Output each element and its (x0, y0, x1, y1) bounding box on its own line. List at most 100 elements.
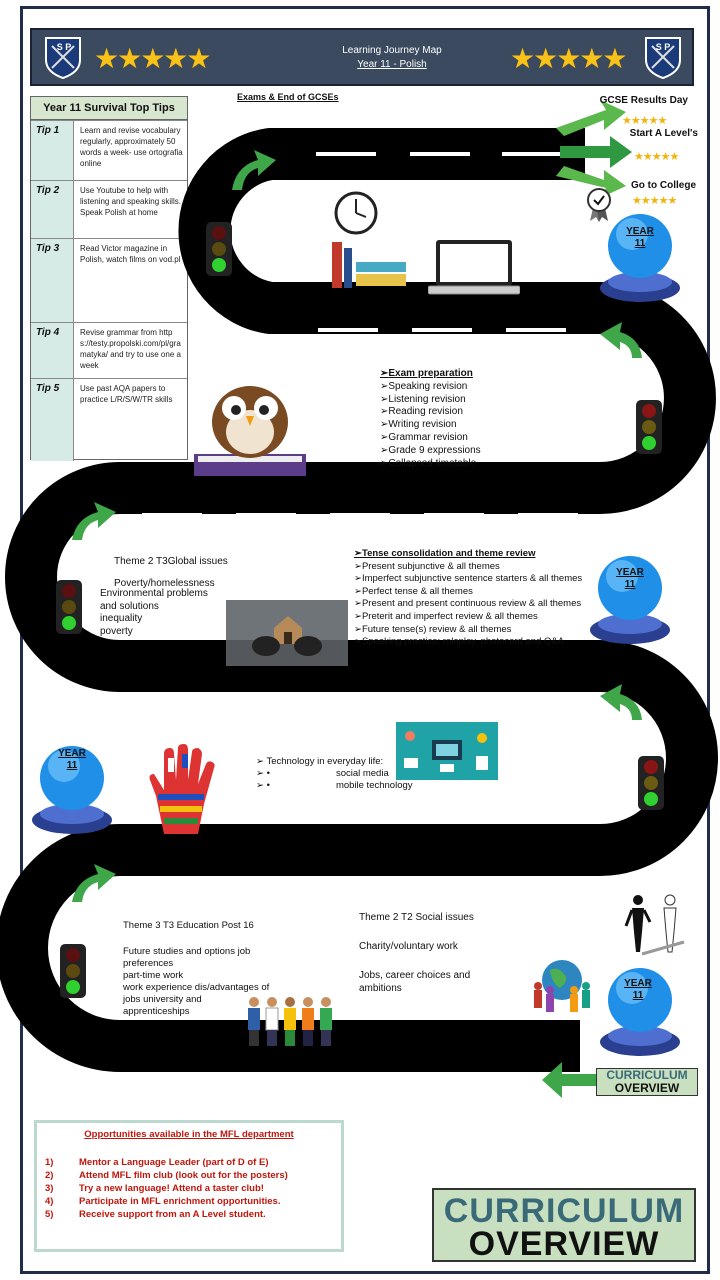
overview-word: OVERVIEW (614, 1081, 680, 1095)
list-item: Grade 9 expressions (380, 445, 480, 458)
list-item: inequality (100, 613, 143, 624)
header-stars-left: ★★★★★ (94, 43, 212, 74)
tip-row: Tip 2 Use Youtube to help with listening… (31, 180, 187, 239)
opportunities-title: Opportunities available in the MFL depar… (84, 1129, 294, 1140)
tip-text: Use Youtube to help with listening and s… (80, 186, 181, 217)
list-item: Listening revision (380, 394, 481, 407)
tips-heading: Year 11 Survival Top Tips (31, 97, 187, 120)
year-orb-icon (600, 968, 680, 1056)
traffic-light-icon (638, 756, 664, 810)
list-item: Imperfect subjunctive sentence starters … (354, 573, 582, 586)
year-orb-icon (590, 556, 670, 644)
tip-label: Tip 4 (31, 323, 74, 379)
tip-text: Revise grammar from https://testy.propol… (80, 328, 181, 370)
turn-arrow-icon (72, 150, 642, 1098)
theme2-t2-title: Theme 2 T2 Social issues (359, 912, 474, 923)
list-item: work experience dis/advantages of (123, 982, 270, 993)
goal-college: Go to College (631, 180, 696, 191)
tip-text: Learn and revise vocabulary regularly, a… (80, 126, 183, 168)
theme3-t3-list: Future studies and options job preferenc… (123, 946, 269, 1018)
theme2-t2-line: Jobs, career choices and (359, 970, 471, 981)
theme2-t3-list: Environmental problems and solutions ine… (100, 588, 208, 638)
year-label: YEAR 11 (616, 567, 644, 590)
goal-arrows-icon (556, 100, 632, 198)
tense-heading: Tense consolidation and theme review (354, 548, 582, 561)
tip-row: Tip 3 Read Victor magazine in Polish, wa… (31, 238, 187, 323)
year-label: YEAR 11 (624, 978, 652, 1001)
list-item: Reading revision (380, 406, 481, 419)
goal-a-levels: Start A Level's (629, 128, 698, 139)
homeless-photo (226, 600, 348, 666)
tip-text: Read Victor magazine in Polish, watch fi… (80, 244, 181, 264)
technology-list: ➢ Technology in everyday life: ➢ •social… (256, 756, 413, 792)
curriculum-word: CURRICULUM (443, 1192, 685, 1230)
tip-label: Tip 5 (31, 379, 74, 461)
goal-stars: ★★★★★ (632, 195, 677, 207)
road-markings (124, 152, 582, 1080)
survival-tips-table: Year 11 Survival Top Tips Tip 1 Learn an… (30, 96, 188, 461)
award-ribbon-icon (587, 188, 611, 222)
list-item: part-time work (123, 970, 184, 981)
list-item: Writing revision (380, 419, 481, 432)
goal-stars: ★★★★★ (622, 115, 667, 127)
list-item: ➢ •mobile technology (256, 780, 413, 791)
badge-letters: S P (56, 42, 72, 52)
year-label: YEAR 11 (58, 748, 86, 771)
workers-icon (248, 997, 332, 1046)
year-label: YEAR 11 (626, 226, 654, 249)
theme2-t3-title: Theme 2 T3Global issues (114, 556, 228, 567)
traffic-light-icon (60, 944, 86, 998)
list-item: jobs university and (123, 994, 202, 1005)
list-item: 1)Mentor a Language Leader (part of D of… (45, 1157, 269, 1168)
school-badge-icon (45, 37, 81, 80)
curriculum-overview-badge-small: CURRICULUM OVERVIEW (596, 1068, 698, 1096)
tech-heading: ➢ Technology in everyday life: (256, 756, 384, 767)
list-item: Grammar revision (380, 432, 481, 445)
tip-row: Tip 4 Revise grammar from https://testy.… (31, 322, 187, 379)
list-item: 4)Participate in MFL enrichment opportun… (45, 1196, 281, 1207)
laptop-icon (428, 240, 520, 295)
flags-hand-icon (149, 744, 215, 834)
books-icon (332, 242, 406, 288)
theme2-t3-line: Poverty/homelessness (114, 578, 215, 589)
clock-icon (334, 191, 378, 235)
tip-row: Tip 1 Learn and revise vocabulary regula… (31, 120, 187, 181)
page-title: Learning Journey Map (342, 45, 442, 56)
owl-on-book-icon (194, 386, 306, 476)
badge-letters: S P (655, 42, 671, 52)
curriculum-overview-logo: CURRICULUM OVERVIEW (432, 1188, 696, 1262)
ambition-silhouette-icon (624, 894, 685, 956)
list-item: Preterit and imperfect review & all them… (354, 611, 582, 624)
globe-people-icon (534, 960, 590, 1012)
list-item: 2)Attend MFL film club (look out for the… (45, 1170, 288, 1181)
traffic-light-icon (56, 580, 82, 634)
header-title-block: Learning Journey Map Year 11 - Polish (292, 44, 492, 72)
list-item: preferences (123, 958, 174, 969)
exam-prep-heading: Exam preparation (380, 368, 481, 381)
page-frame (20, 6, 710, 1274)
list-item: Future tense(s) review & all themes (354, 624, 582, 637)
tip-label: Tip 2 (31, 181, 74, 239)
list-item: Future studies and options job (123, 946, 251, 957)
list-item: ➢ •social media (256, 768, 389, 779)
theme2-t2-line: Charity/voluntary work (359, 941, 458, 952)
list-item: Present subjunctive & all themes (354, 561, 582, 574)
curriculum-word: CURRICULUM (606, 1068, 688, 1082)
list-item: Speaking revision (380, 381, 481, 394)
list-item: poverty (100, 625, 133, 637)
tip-text: Use past AQA papers to practice L/R/S/W/… (80, 384, 173, 404)
tip-label: Tip 3 (31, 239, 74, 323)
header-banner: S P ★★★★★ Learning Journey Map Year 11 -… (30, 28, 694, 86)
list-item: Environmental problems (100, 588, 208, 599)
tip-row: Tip 5 Use past AQA papers to practice L/… (31, 378, 187, 461)
list-item: and solutions (100, 600, 159, 612)
list-item: 5)Receive support from an A Level studen… (45, 1209, 266, 1220)
year-orb-icon (600, 214, 680, 302)
list-item: Perfect tense & all themes (354, 586, 582, 599)
header-stars-right: ★★★★★ (510, 43, 628, 74)
school-badge-icon (645, 37, 681, 80)
exam-prep-list: Exam preparation Speaking revision Liste… (380, 368, 481, 470)
list-item: Present and present continuous review & … (354, 598, 582, 611)
overview-word: OVERVIEW (468, 1225, 660, 1263)
